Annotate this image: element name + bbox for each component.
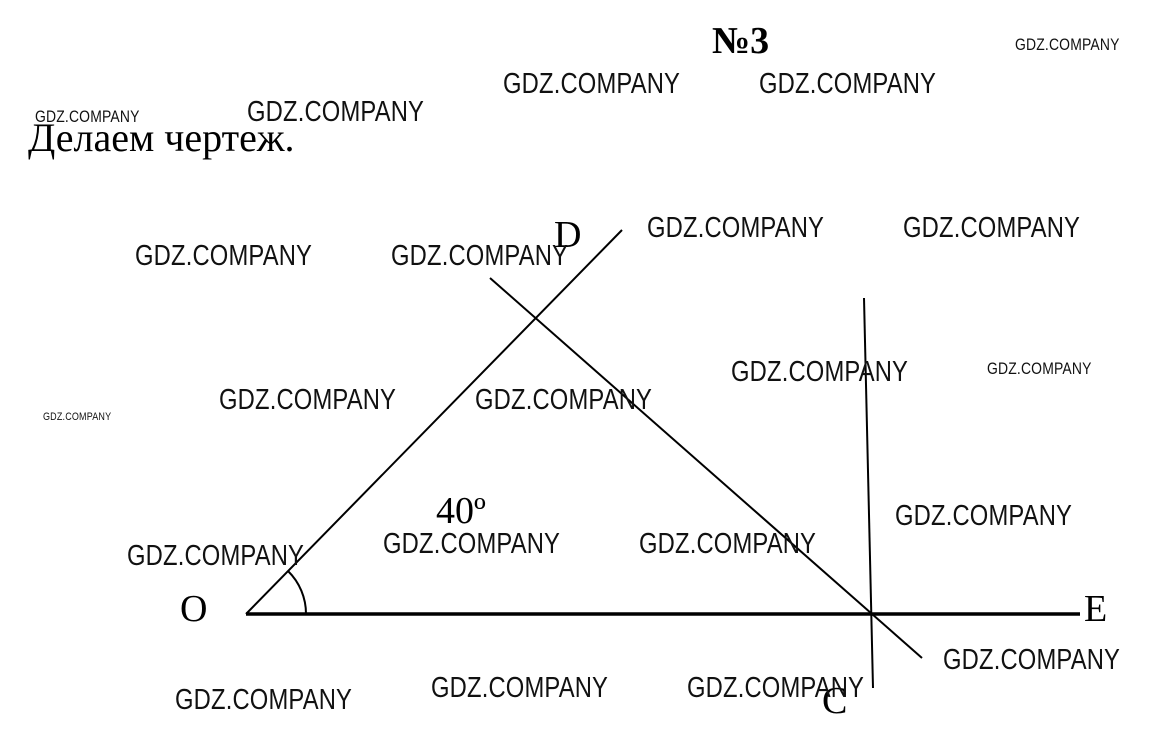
watermark: GDZ.COMPANY bbox=[391, 240, 569, 272]
line-dc bbox=[489, 277, 923, 659]
watermark: GDZ.COMPANY bbox=[903, 212, 1081, 244]
watermark: GDZ.COMPANY bbox=[895, 500, 1073, 532]
point-label-d: D bbox=[554, 214, 582, 256]
watermark: GDZ.COMPANY bbox=[175, 684, 353, 716]
watermark: GDZ.COMPANY bbox=[35, 107, 140, 126]
instruction-text: Делаем чертеж. bbox=[28, 115, 295, 160]
angle-label: 40º bbox=[436, 490, 486, 532]
watermark: GDZ.COMPANY bbox=[731, 356, 909, 388]
watermark: GDZ.COMPANY bbox=[943, 644, 1121, 676]
watermark: GDZ.COMPANY bbox=[639, 528, 817, 560]
vertical-line-c bbox=[863, 297, 874, 689]
watermark: GDZ.COMPANY bbox=[987, 359, 1092, 378]
watermark: GDZ.COMPANY bbox=[135, 240, 313, 272]
point-label-e: E bbox=[1084, 588, 1108, 630]
watermark: GDZ.COMPANY bbox=[43, 411, 112, 423]
angle-arc-o bbox=[287, 570, 308, 615]
ray-od bbox=[245, 229, 623, 615]
watermark: GDZ.COMPANY bbox=[647, 212, 825, 244]
watermark: GDZ.COMPANY bbox=[127, 540, 305, 572]
watermark: GDZ.COMPANY bbox=[475, 384, 653, 416]
watermark: GDZ.COMPANY bbox=[247, 96, 425, 128]
watermark: GDZ.COMPANY bbox=[687, 672, 865, 704]
point-label-c: C bbox=[822, 680, 848, 722]
watermark: GDZ.COMPANY bbox=[759, 68, 937, 100]
watermark: GDZ.COMPANY bbox=[219, 384, 397, 416]
point-label-o: O bbox=[180, 588, 208, 630]
problem-number: №3 bbox=[712, 20, 770, 62]
watermark: GDZ.COMPANY bbox=[1015, 35, 1120, 54]
watermark: GDZ.COMPANY bbox=[431, 672, 609, 704]
watermark: GDZ.COMPANY bbox=[383, 528, 561, 560]
watermark: GDZ.COMPANY bbox=[503, 68, 681, 100]
